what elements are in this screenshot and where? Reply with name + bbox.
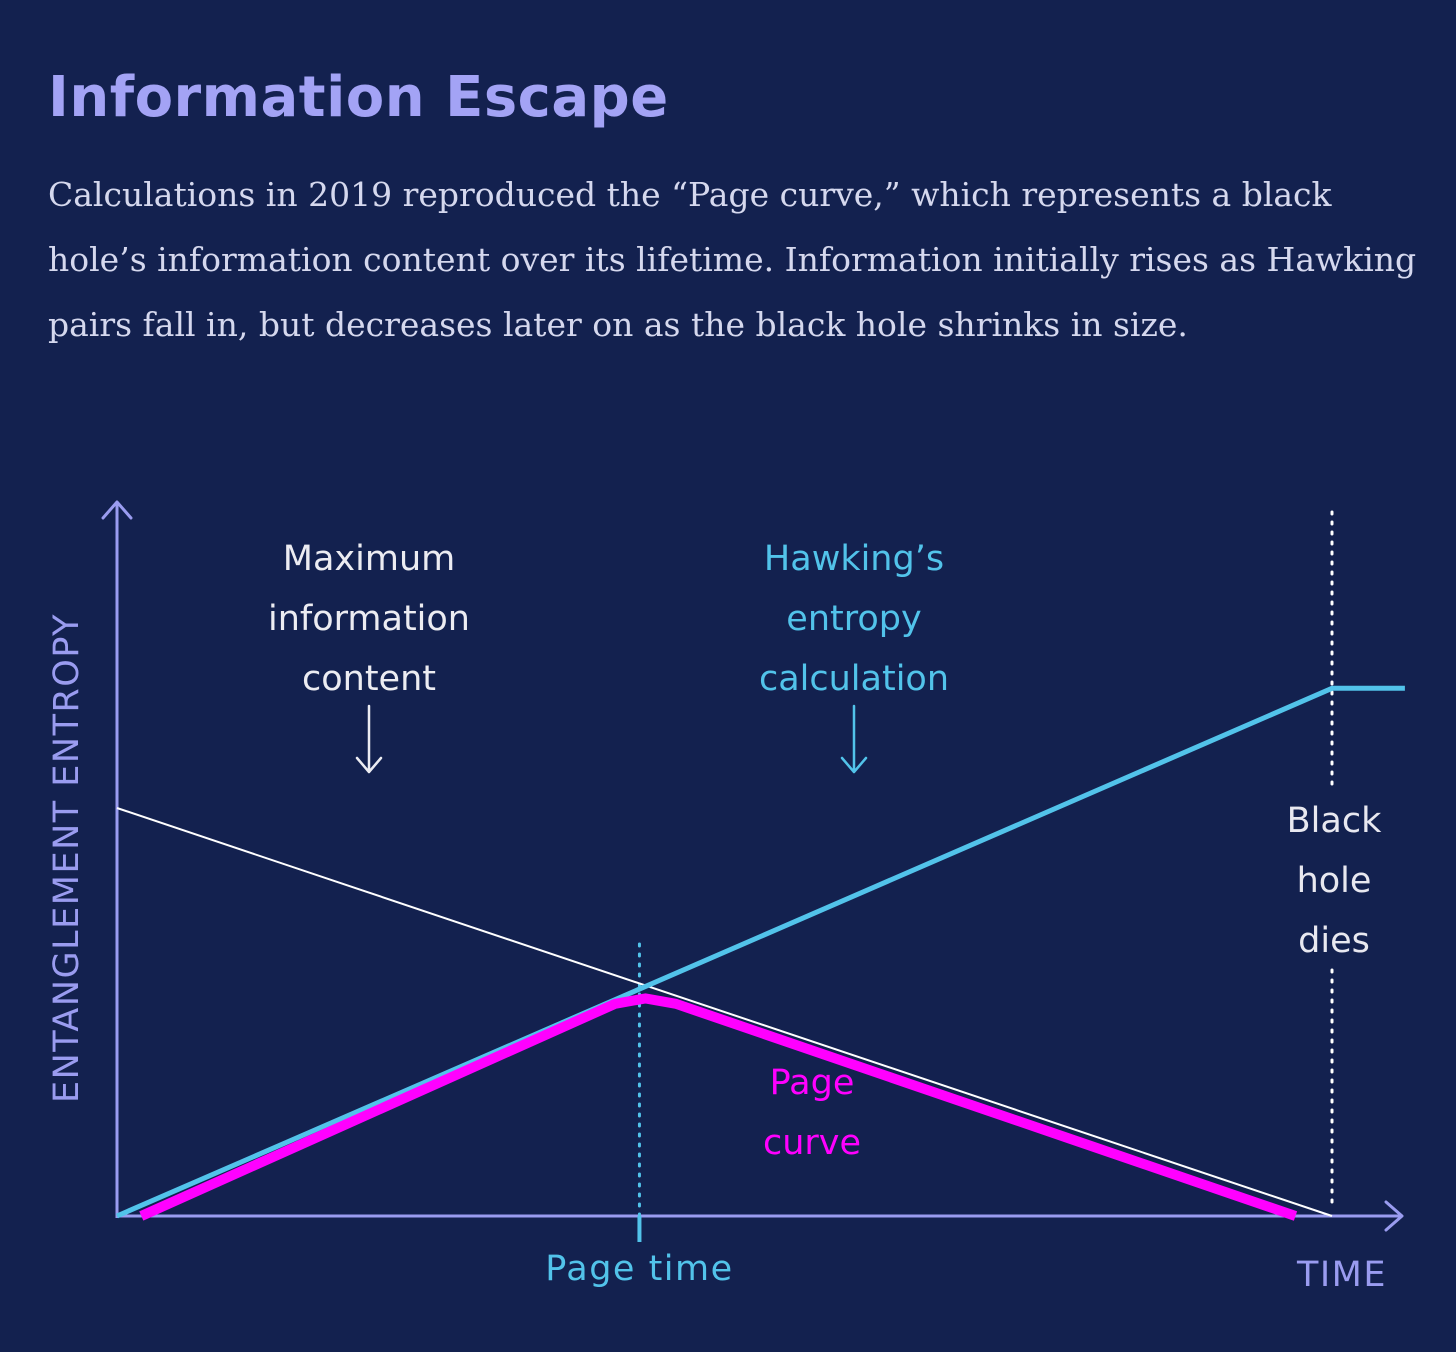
annotation-hawking-line-3: calculation [759,659,949,699]
annotation-hawking-line-1: Hawking’s [764,539,944,579]
black-hole-dies-label-line-3: dies [1298,921,1370,961]
annotation-max-info-line-3: content [302,659,436,699]
annotation-page-curve-line-2: curve [763,1123,861,1163]
series-line-3 [139,993,1298,1221]
annotation-hawking-arrow [840,704,868,774]
annotation-hawking-line-2: entropy [786,599,921,639]
page-title: Information Escape [48,65,669,130]
x-axis-label: TIME [1296,1255,1387,1295]
annotation-max-info-line-2: information [268,599,470,639]
annotation-max-info-arrow [355,704,383,774]
annotation-max-info-line-1: Maximum [283,539,455,579]
x-axis-arrowhead [1384,1200,1404,1232]
series-line-1 [116,807,1333,1217]
annotation-page-curve-line-1: Page [770,1063,855,1103]
black-hole-dies-label-line-2: hole [1297,861,1372,901]
page-time-label: Page time [545,1249,733,1289]
y-axis-label: ENTANGLEMENT ENTROPY [47,613,87,1103]
black-hole-dies-label-line-1: Black [1287,801,1382,841]
y-axis-arrowhead [101,500,133,520]
page-subtitle: Calculations in 2019 reproduced the “Pag… [48,175,1417,344]
